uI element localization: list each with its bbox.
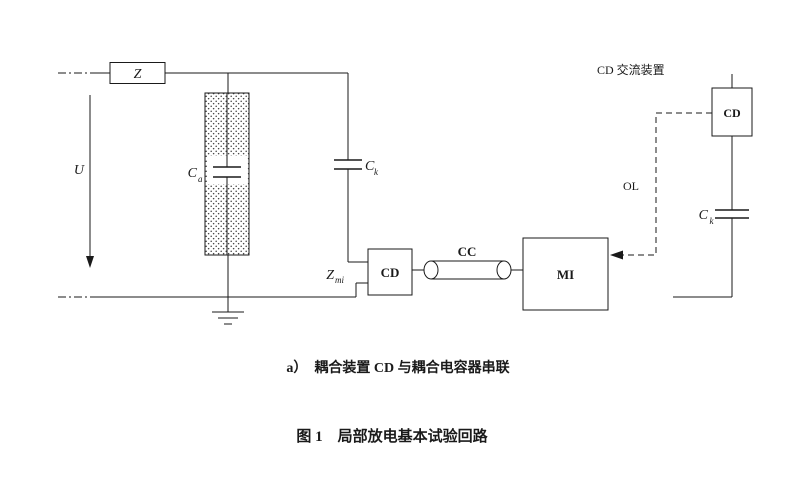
measuring-instrument-box [522, 237, 609, 311]
coupling-capacitor-right-label-sub: k [710, 216, 715, 226]
impedance-label: Z [134, 67, 142, 82]
input-impedance-label: Z [326, 268, 334, 283]
coupling-capacitor-left-label: C [365, 159, 375, 174]
test-object-capacitor [213, 93, 241, 297]
coupling-device-label: CD [381, 265, 400, 280]
optical-link-dashed [622, 112, 712, 256]
voltage-label: U [74, 163, 85, 178]
coupling-capacitor-right-label: C [699, 208, 709, 223]
impedance-box [109, 62, 166, 84]
test-object-label: C [188, 166, 198, 181]
cd-right-label: CD [723, 106, 741, 120]
cd-right-box [711, 87, 753, 137]
cable-left-end [423, 260, 439, 280]
cable-right-end [496, 260, 512, 280]
coupling-capacitor-left-label-sub: k [374, 167, 379, 177]
subfigure-caption: a） 耦合装置 CD 与耦合电容器串联 [286, 359, 510, 376]
wiring [58, 72, 749, 325]
calibration-device-title: CD 交流装置 [597, 62, 665, 77]
voltage-arrow-head [86, 256, 94, 268]
input-impedance-label-sub: mi [335, 275, 344, 285]
figure-title: 图 1 局部放电基本试验回路 [296, 427, 488, 445]
measuring-instrument-label: MI [557, 267, 574, 282]
cable-label: CC [458, 244, 477, 259]
coupling-device-box [367, 248, 413, 296]
optical-link-arrow-head [610, 250, 623, 260]
test-object-label-sub: a [198, 174, 203, 184]
optical-link-label: OL [623, 179, 639, 193]
